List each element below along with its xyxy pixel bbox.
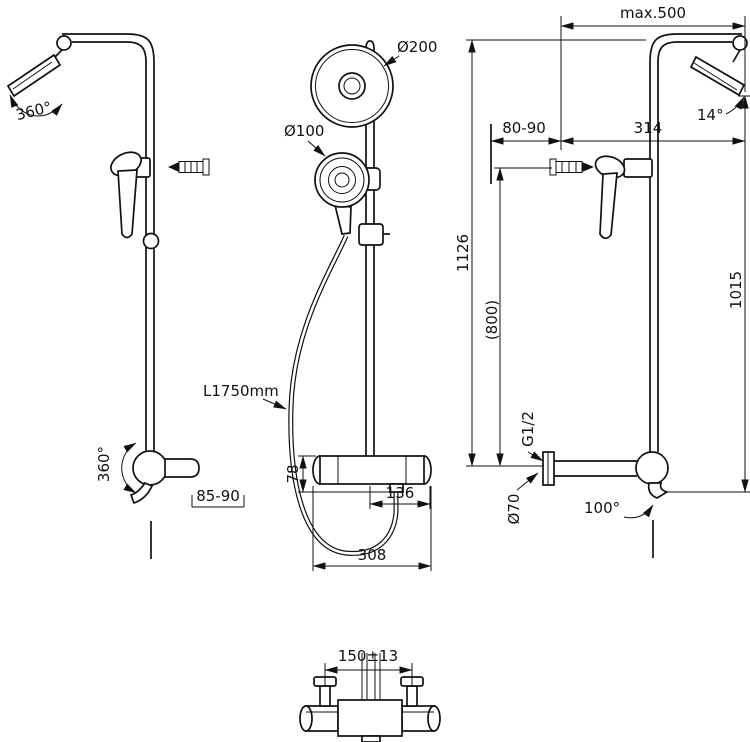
handle-length-label: 85-90 (196, 487, 240, 505)
handle-length-bracket (191, 495, 245, 508)
mixer-outlet (361, 735, 381, 742)
overhead-hub-inner (343, 77, 361, 95)
spout-swivel-label: 100° (584, 499, 620, 517)
left-end-cap (299, 705, 313, 732)
head-diameter-label: Ø200 (397, 38, 437, 56)
inlet-pipes (361, 653, 381, 700)
overall-height-label: 1126 (454, 234, 472, 272)
head-face-line (12, 61, 53, 90)
side-view-right: 14° max.500 80-90 314 1126 (800) 1015 G1… (454, 4, 750, 558)
valve-spout (647, 482, 670, 499)
hose-length-label: L1750mm (203, 382, 279, 400)
slider-knob (142, 232, 160, 250)
escutcheon-diameter-leader (516, 472, 539, 491)
connection-thread-label: G1/2 (519, 411, 537, 447)
front-view: Ø200 Ø100 L1750mm 78 136 308 (203, 38, 437, 571)
mixer-width-extensions (312, 486, 432, 571)
shower-arm (649, 33, 742, 63)
overhead-shower-head (6, 53, 62, 98)
center-to-end-label: 136 (386, 484, 415, 502)
valve-body (132, 450, 168, 486)
hand-shower-rim (319, 157, 365, 203)
mixer-center-block (337, 699, 403, 737)
left-handle-stem (319, 685, 331, 707)
shower-hose-outline (288, 234, 399, 556)
side-view-left: 360° 360° 85-90 (6, 33, 245, 559)
riser-pipe-cap (365, 40, 375, 50)
right-end-cap (427, 705, 441, 732)
hand-shower-handle (599, 172, 618, 240)
hand-shower-diameter-label: Ø100 (284, 122, 324, 140)
overhead-shower-rim (315, 49, 389, 123)
right-handle-stem (406, 685, 418, 707)
head-face-line (693, 62, 738, 91)
head-ball-joint (56, 35, 72, 51)
connection-thread-leader (527, 451, 544, 462)
valve-spout (129, 481, 154, 505)
wall-screw-tip (582, 162, 594, 172)
hand-shower-bracket (623, 158, 653, 178)
riser-pipe (145, 62, 155, 452)
inlet-spacing-extensions (324, 663, 413, 686)
hand-shower-hub (334, 172, 350, 188)
overall-height-extensions (466, 39, 646, 467)
hand-shower-rim-inner (328, 166, 356, 194)
valve-swivel-label: 360° (95, 446, 113, 482)
overhead-hub (338, 72, 366, 100)
wall-clearance-label: 80-90 (502, 119, 546, 137)
wall-screw-tip (168, 162, 179, 172)
inlet-spacing-label: 150±13 (338, 647, 398, 665)
outlet-drop-label: 78 (284, 464, 302, 483)
spout-swivel-arc (623, 504, 654, 519)
mixer-detail-view: 150±13 (299, 647, 441, 742)
head-swivel-arc (9, 94, 63, 117)
column-height-label: 1015 (727, 271, 745, 309)
wall-screw-threads (184, 161, 198, 173)
valve-body (635, 451, 669, 485)
wall-screw-cap (202, 158, 210, 176)
wall-screw-threads (561, 161, 577, 173)
head-tilt-arc (725, 96, 745, 115)
head-swivel-label: 360° (14, 98, 53, 124)
shower-hose-core (289, 235, 398, 555)
max-reach-label: max.500 (620, 4, 686, 22)
mixer-body-lines (337, 456, 407, 484)
hand-shower-tail (333, 204, 352, 235)
riser-pipe (649, 62, 659, 452)
shower-arm (62, 33, 155, 63)
escutcheon-diameter-label: Ø70 (505, 494, 523, 525)
rail-height-label: (800) (483, 300, 501, 340)
wall-screw-cap (549, 158, 557, 176)
head-diameter-leader (383, 55, 400, 67)
arm-projection-label: 314 (634, 119, 663, 137)
hose-length-leader (262, 398, 287, 410)
head-stem (732, 49, 741, 63)
valve-swivel-arc (121, 442, 137, 494)
slider-clamp (358, 223, 384, 246)
hand-shower-diameter-leader (307, 140, 326, 157)
mixer-outlet-stub (389, 483, 404, 493)
hand-shower-handle (117, 169, 138, 239)
head-tilt-label: 14° (697, 106, 724, 124)
mixer-width-label: 308 (358, 546, 387, 564)
valve-handle (164, 458, 200, 478)
valve-connector-pipe (554, 460, 637, 477)
mixer-body (319, 455, 425, 485)
